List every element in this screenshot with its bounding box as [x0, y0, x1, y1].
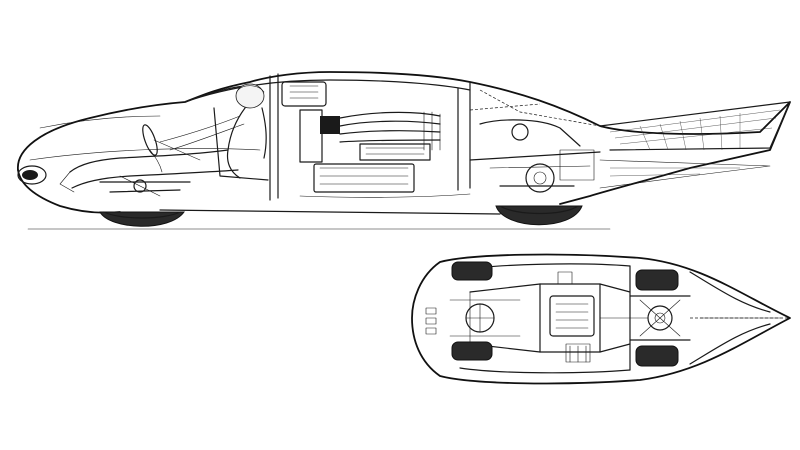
rear-wheel [495, 205, 583, 226]
engine-block [299, 109, 441, 163]
canopy-edge [184, 85, 246, 103]
side-elevation-view [17, 71, 791, 230]
body-outline [17, 71, 791, 215]
plan-body-outline [411, 253, 791, 385]
steering-wheel-plan [465, 303, 495, 333]
front-wheel-plan [451, 261, 493, 361]
rear-axle-plan [599, 295, 691, 341]
rear-drivetrain [469, 119, 601, 193]
steering-wheel [142, 124, 201, 161]
plan-view [411, 253, 791, 385]
driver-figure [59, 83, 267, 193]
pedal-box [425, 307, 437, 335]
engine-block-plan [549, 271, 595, 363]
fuel-tank [281, 81, 415, 193]
rear-wheel-plan [635, 269, 679, 367]
front-wheel [99, 211, 185, 227]
front-suspension [99, 175, 191, 197]
tail-fin [599, 101, 791, 189]
driver-seat [213, 107, 269, 181]
nose-intake [17, 165, 47, 185]
